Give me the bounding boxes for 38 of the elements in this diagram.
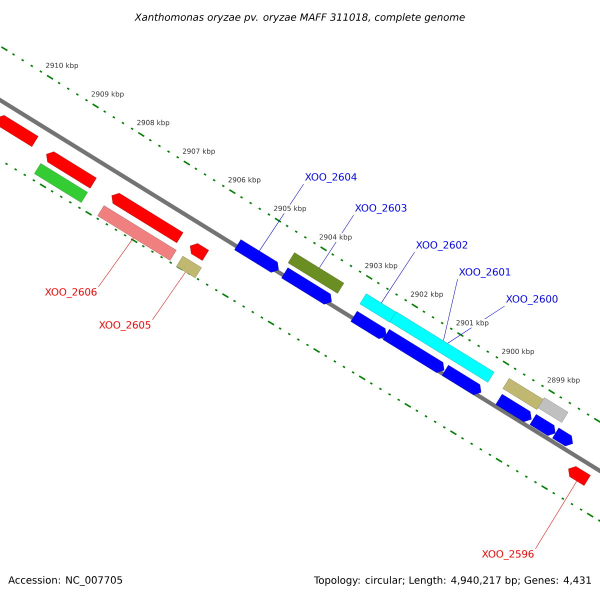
gene-label: XOO_2606 (45, 288, 97, 298)
title: Xanthomonas oryzae pv. oryzae MAFF 311018, complete genome (134, 13, 465, 23)
leader-line (98, 238, 134, 288)
gene-block (0, 115, 38, 147)
accession-text: Accession: NC_007705 (8, 576, 122, 586)
gene-block (234, 239, 279, 273)
gene-block (568, 466, 591, 486)
leader-line (259, 184, 304, 252)
gene-label: XOO_2600 (506, 295, 558, 305)
gene-bar (176, 256, 202, 278)
gene-label: XOO_2604 (305, 173, 357, 183)
gene-block (46, 152, 97, 188)
gene-label: XOO_2605 (99, 321, 150, 331)
gene-bar (360, 294, 396, 322)
gene-block (496, 394, 532, 422)
leader-line (381, 252, 415, 304)
gene-block (350, 311, 387, 339)
gene-bar (390, 312, 494, 382)
leader-line (443, 278, 458, 341)
gene-block (552, 428, 573, 446)
gene-label: XOO_2596 (482, 550, 534, 560)
genome-info-text: Topology: circular; Length: 4,940,217 bp; Genes: 4,431 (314, 576, 591, 586)
gene-bar (538, 397, 568, 423)
gene-block (112, 193, 184, 243)
gene-block (442, 365, 482, 395)
gene-bar (97, 205, 177, 261)
gene-label: XOO_2603 (355, 204, 406, 214)
gene-block (382, 329, 444, 373)
gene-bar (502, 378, 544, 410)
gene-block (190, 243, 209, 261)
gene-label: XOO_2602 (416, 241, 468, 251)
leader-line (535, 481, 578, 550)
gene-bar (34, 163, 88, 203)
gene-bar (288, 252, 344, 294)
gene-block (530, 414, 556, 436)
leader-line (152, 272, 186, 320)
gene-block (281, 268, 332, 304)
gene-label: XOO_2601 (459, 268, 510, 278)
